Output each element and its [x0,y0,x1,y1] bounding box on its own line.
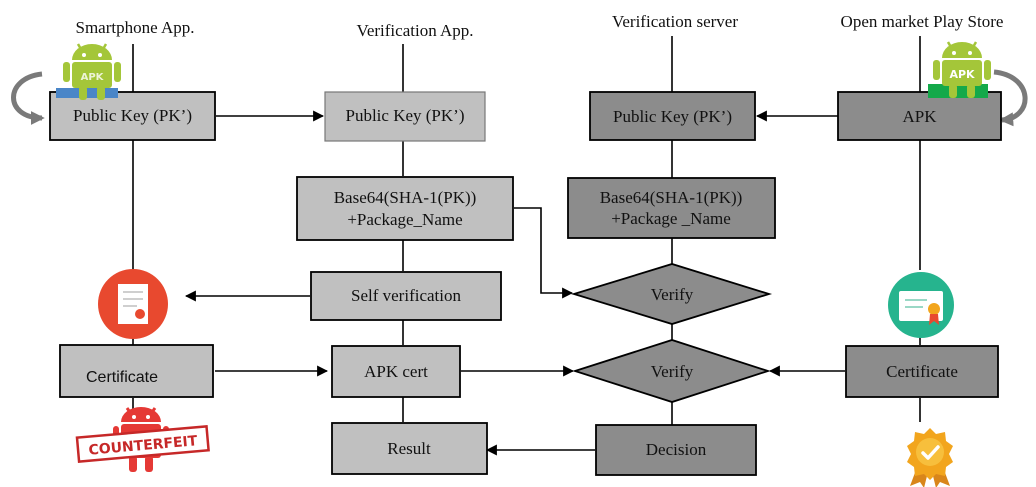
column-title-verification-app: Verification App. [356,21,473,40]
svg-text:+Package_Name: +Package_Name [347,210,462,229]
server-public-key-box: Public Key (PK’) [589,91,756,141]
svg-text:Public Key (PK’): Public Key (PK’) [613,107,732,126]
smartphone-certificate-box: Certificate [59,344,214,398]
certificate-document-icon [98,269,168,339]
play-store-apk-box: APK [837,91,1002,141]
svg-text:Self verification: Self verification [351,286,461,305]
self-verification-box: Self verification [310,271,502,321]
svg-text:Certificate: Certificate [86,369,158,386]
verification-app-public-key-box: Public Key (PK’) [324,91,486,142]
column-title-smartphone: Smartphone App. [76,18,195,37]
server-hash-box: Base64(SHA-1(PK)) +Package _Name [567,177,776,239]
svg-text:APK: APK [902,107,937,126]
loop-arrow-right [993,69,1028,127]
svg-text:Decision: Decision [646,440,707,459]
svg-text:Verify: Verify [651,285,694,304]
arrow-hash-to-verify [514,207,574,299]
svg-text:Base64(SHA-1(PK)): Base64(SHA-1(PK)) [334,188,477,207]
svg-text:Verify: Verify [651,362,694,381]
loop-arrow-left [11,71,45,125]
svg-text:Public Key (PK’): Public Key (PK’) [346,106,465,125]
svg-text:APK: APK [81,72,105,83]
svg-text:APK cert: APK cert [364,362,428,381]
certificate-award-icon [888,272,954,338]
svg-text:Base64(SHA-1(PK)): Base64(SHA-1(PK)) [600,188,743,207]
decision-box: Decision [595,424,757,476]
svg-text:+Package _Name: +Package _Name [611,209,731,228]
verify-bottom-diamond: Verify [572,339,771,403]
android-apk-icon: APK [928,41,991,98]
svg-text:Result: Result [387,439,431,458]
verification-app-hash-box: Base64(SHA-1(PK)) +Package_Name [296,176,514,241]
column-title-play-store: Open market Play Store [841,12,1004,31]
lifelines [132,36,921,425]
svg-text:Certificate: Certificate [886,362,958,381]
svg-text:Public Key (PK’): Public Key (PK’) [73,106,192,125]
apk-cert-box: APK cert [331,345,461,398]
android-app-icon: APK [56,43,121,100]
column-title-verification-server: Verification server [612,12,738,31]
verify-top-diamond: Verify [570,263,773,325]
verified-badge-icon [907,428,953,487]
counterfeit-android-icon: COUNTERFEIT [75,407,210,472]
smartphone-public-key-box: Public Key (PK’) [49,91,216,141]
result-box: Result [331,422,488,475]
play-store-certificate-box: Certificate [845,345,999,398]
flow-arrows [184,110,845,456]
svg-text:APK: APK [949,68,975,81]
